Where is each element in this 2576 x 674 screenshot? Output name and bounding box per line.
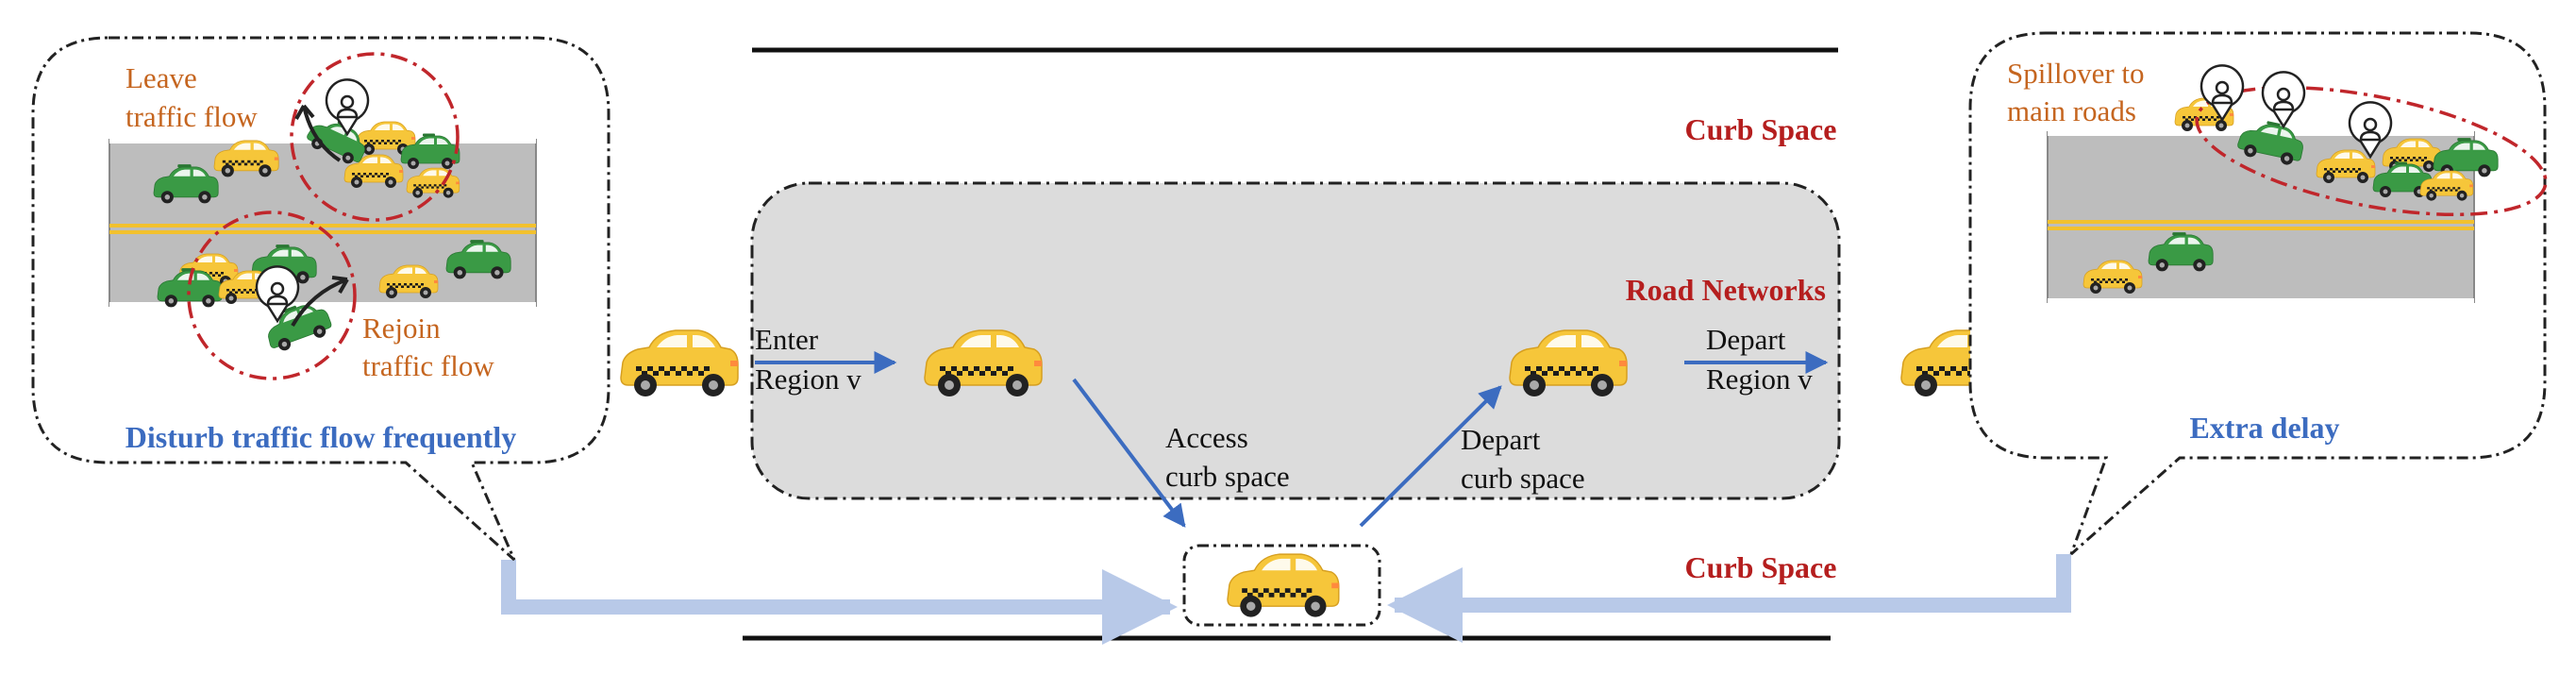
depart-curb-arrow [1359,385,1502,528]
right-connector [1387,554,2071,643]
right-callout: Spillover to main roads Extra delay [1968,31,2548,556]
rejoin-traffic-flow-label: Rejoin traffic flow [362,312,494,382]
leave-curve-arrow-icon [302,105,342,162]
access-curb-arrow [1072,378,1186,528]
road-networks-region [750,181,1841,500]
left-road-median [109,224,536,227]
leave-highlight-circle [290,52,460,222]
taxi-entering-icon [620,329,739,397]
rejoin-curve-arrow-icon [291,278,348,327]
curb-space-bottom-label: Curb Space [1685,550,1837,584]
left-connector [501,560,1178,645]
right-caption: Extra delay [2189,411,2339,445]
depart-curb-label: Depart curb space [1461,423,1585,495]
right-road-median [2048,220,2474,224]
rejoin-highlight-circle [187,211,357,380]
leave-traffic-flow-label: Leave traffic flow [125,61,258,133]
enter-region-label: Enter Region v [755,323,861,396]
spillover-highlight-ellipse [2195,85,2548,217]
curb-space-top-label: Curb Space [1685,112,1837,146]
spillover-label: Spillover to main roads [2007,57,2151,127]
left-callout: Leave traffic flow Rejoin traffic flow D… [31,36,611,562]
access-curb-label: Access curb space [1165,421,1290,493]
left-caption: Disturb traffic flow frequently [125,420,516,454]
depart-region-label: Depart Region v [1706,323,1813,396]
road-networks-label: Road Networks [1626,273,1826,307]
